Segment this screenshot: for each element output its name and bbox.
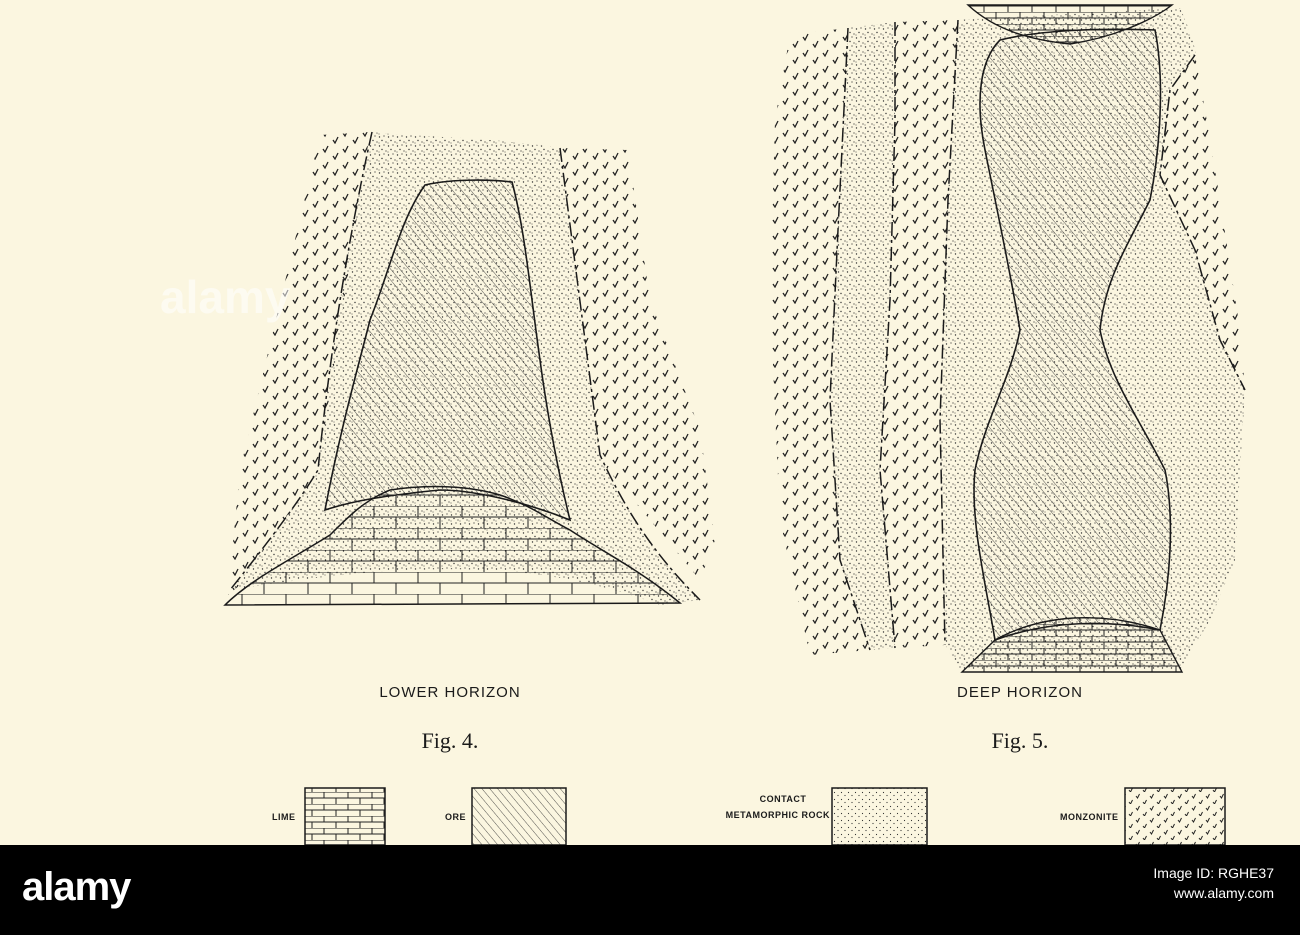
legend-label-contact-1: CONTACT (759, 794, 807, 804)
legend-swatch-lime (304, 787, 386, 845)
fig4-diagram (223, 131, 715, 606)
footer-info: Image ID: RGHE37 www.alamy.com (1153, 863, 1274, 903)
legend-label-monzonite: MONZONITE (1060, 812, 1119, 822)
fig5-monzonite-inner-left (880, 20, 958, 648)
watermark: alamy (160, 271, 291, 323)
footer-image-id: Image ID: RGHE37 (1153, 865, 1274, 881)
fig4-monzonite-right (560, 148, 715, 580)
legend-swatch-monzonite (1124, 787, 1226, 845)
footer-url: www.alamy.com (1173, 885, 1274, 901)
legend-swatch-ore (471, 787, 567, 845)
footer-logo: alamy (22, 865, 131, 909)
fig5-contact-left (830, 22, 895, 650)
fig5-monzonite-right (1160, 55, 1245, 390)
page: LOWER HORIZON Fig. 4. DEEP HORIZON Fig. … (160, 4, 1246, 845)
legend-label-lime: LIME (272, 812, 296, 822)
fig4-monzonite-left (228, 132, 370, 595)
fig5-diagram (770, 4, 1246, 673)
fig5-lime-bottom (960, 616, 1184, 673)
legend-label-ore: ORE (445, 812, 467, 822)
stock-footer: alamy Image ID: RGHE37 www.alamy.com (0, 845, 1300, 935)
fig5-label: Fig. 5. (991, 728, 1049, 753)
legend-label-contact-2: METAMORPHIC ROCK (725, 810, 830, 820)
fig5-monzonite-outer-left (770, 28, 870, 655)
fig4-lime (223, 485, 683, 606)
diagram (223, 4, 1246, 845)
fig4-caption: LOWER HORIZON (379, 684, 521, 701)
legend-swatch-contact (831, 787, 928, 845)
fig5-caption: DEEP HORIZON (957, 684, 1083, 701)
fig4-label: Fig. 4. (421, 728, 479, 753)
legend (304, 787, 1226, 845)
